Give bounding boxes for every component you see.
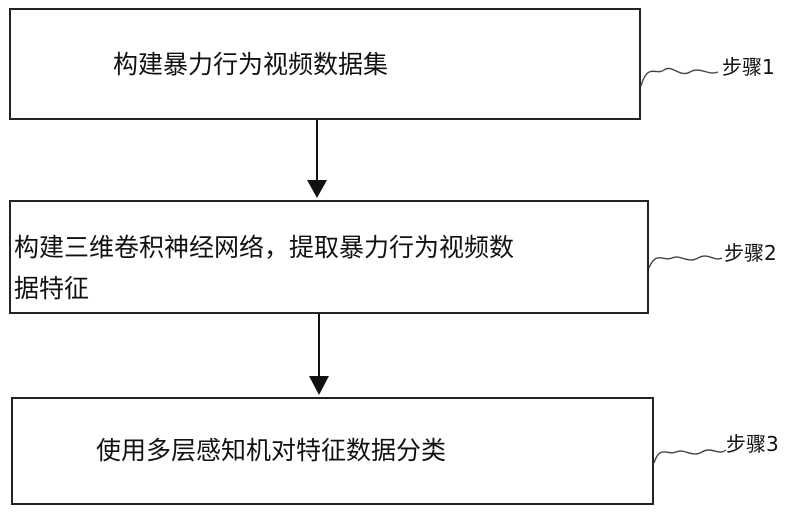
step-1-text: 构建暴力行为视频数据集 xyxy=(113,50,389,79)
step-3-box xyxy=(11,397,654,505)
step-2-tag: 步骤2 xyxy=(724,241,777,265)
step-2-text-line1: 构建三维卷积神经网络，提取暴力行为视频数 xyxy=(14,233,515,262)
arrow-step1-to-step2 xyxy=(307,120,327,198)
leader-line-step3 xyxy=(653,449,727,464)
step-1-box xyxy=(9,8,641,120)
step-3-tag: 步骤3 xyxy=(726,432,779,456)
arrow-step2-to-step3 xyxy=(309,314,329,395)
step-3-text: 使用多层感知机对特征数据分类 xyxy=(96,436,447,465)
step-2-box xyxy=(9,200,649,314)
leader-line-step1 xyxy=(640,67,719,87)
step-2-text-line2: 据特征 xyxy=(14,274,90,303)
leader-line-step2 xyxy=(648,255,723,269)
step-1-tag: 步骤1 xyxy=(722,55,775,79)
